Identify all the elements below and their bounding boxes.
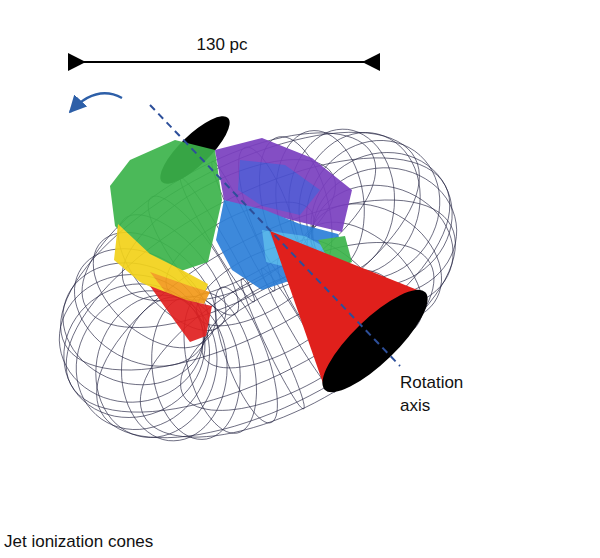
rotation-arrow: [70, 93, 122, 112]
cone-label: Jet ionization cones: [4, 531, 153, 554]
scale-arrow: [84, 61, 364, 63]
axis-label: Rotation axis: [400, 372, 480, 418]
rotation-axis: [150, 105, 400, 366]
torus-wireframe: [59, 129, 456, 441]
scale-label: 130 pc: [196, 34, 247, 57]
